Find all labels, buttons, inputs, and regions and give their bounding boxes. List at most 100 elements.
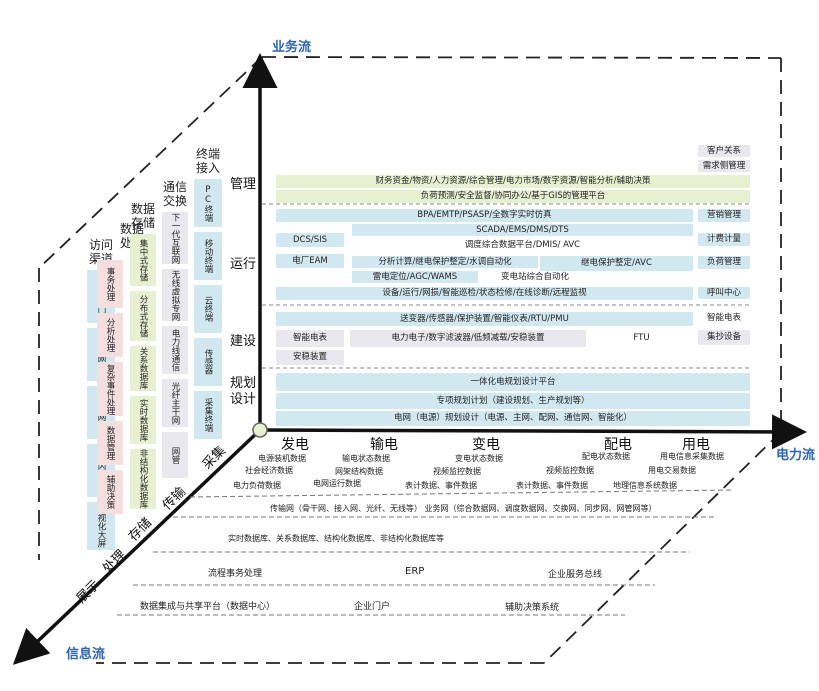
transmit-networks: 传输网（骨干网、接入网、光纤、无线等） 业务网（综合数据网、调度数据网、交换网、… — [270, 504, 657, 513]
plan-platform: 一体化电规划设计平台 — [276, 373, 750, 391]
plan-grid: 电网（电源）规划设计（电源、主网、配网、通信网、智能化） — [276, 411, 750, 426]
collect-social-econ: 社会经济数据 — [245, 466, 293, 475]
dashed-box-outline — [38, 56, 782, 664]
collect-user-trade: 用电交易数据 — [648, 466, 696, 475]
stage-consumption: 用电 — [682, 437, 710, 453]
op-equipment: 设备/运行/网损/智能巡检/状态检修/在线诊断/远程监视 — [276, 287, 693, 300]
store-relational: 关系数据库 — [130, 346, 156, 391]
display-data-center: 数据集成与共享平台（数据中心） — [140, 602, 276, 612]
power-flow-label: 电力流 — [776, 448, 816, 463]
proc-decision: 辅助决策 — [97, 470, 123, 514]
stage-distribution: 配电 — [604, 437, 632, 453]
col-access-cap1: 访问 — [88, 238, 113, 252]
proc-analysis: 分析处理 — [97, 313, 123, 357]
stage-transmission: 输电 — [370, 437, 398, 453]
process-workflow: 流程事务处理 — [208, 569, 263, 579]
col-comm-cap2: 交换 — [162, 194, 187, 208]
con-safety: 安稳装置 — [276, 350, 344, 365]
layer-management: 管理 — [230, 177, 257, 192]
proc-complex-event: 复杂事件处理 — [97, 362, 123, 416]
op-lightning: 雷电定位/AGC/WAMS — [352, 271, 478, 283]
collect-trans-status: 输电状态数据 — [342, 454, 390, 463]
con-sensors: 送变器/传感器/保护装置/智能仪表/RTU/PMU — [276, 312, 693, 326]
process-erp: ERP — [405, 566, 425, 577]
comm-fiber: 光纤主干网 — [162, 379, 188, 427]
term-collector: 采集终端 — [194, 391, 222, 439]
op-marketing: 营销管理 — [698, 209, 750, 222]
business-flow-label: 业务流 — [272, 40, 312, 55]
collect-sub-status: 变电状态数据 — [455, 454, 503, 463]
op-scada: SCADA/EMS/DMS/DTS — [352, 224, 693, 236]
display-decision: 辅助决策系统 — [505, 603, 560, 613]
col-comm-exchange: 通信交换 下一代互联网 无线虚拟专网 电力线通信 光纤主干网 网管 — [162, 180, 188, 483]
col-terminal-access: 终端接入 PC终端 移动终端 云终端 传感器 采集终端 — [194, 147, 222, 444]
op-dispatch: 调度综合数据平台/DMIS/ AVC — [352, 239, 693, 251]
op-dcs: DCS/SIS — [276, 233, 344, 247]
op-relay: 继电保护整定/AVC — [540, 256, 693, 271]
origin-node — [252, 422, 268, 438]
comm-plc: 电力线通信 — [162, 326, 188, 374]
op-load: 负荷管理 — [698, 256, 750, 269]
mgmt-demand-side: 需求侧管理 — [698, 160, 750, 172]
con-smart-meter-right: 智能电表 — [698, 312, 750, 325]
op-substation: 变电站综合自动化 — [480, 271, 590, 283]
term-sensor: 传感器 — [194, 338, 222, 386]
col-data-storage: 数据存储 集中式存储 分布式存储 关系数据库 实时数据库 非结构化数据库 — [130, 202, 156, 514]
stage-generation: 发电 — [281, 437, 309, 453]
col-term-cap2: 接入 — [195, 161, 220, 175]
con-ftu: FTU — [590, 330, 693, 347]
mgmt-row-1: 财务资金/物资/人力资源/综合管理/电力市场/数字资源/智能分析/辅助决策 — [276, 175, 750, 188]
col-terminal-caption: 终端接入 — [196, 147, 220, 175]
layer-planning-line2: 设计 — [230, 392, 257, 407]
store-centralized: 集中式存储 — [130, 234, 156, 286]
mgmt-customer-relations: 客户关系 — [698, 145, 750, 157]
con-power-electronics: 电力电子/数字滤波器/低频减载/安稳装置 — [350, 330, 586, 347]
collect-gis: 地理信息系统数据 — [613, 481, 677, 490]
layer-construction: 建设 — [230, 334, 257, 349]
con-meter-reading: 集抄设备 — [698, 330, 750, 345]
col-storage-caption: 数据存储 — [131, 202, 155, 230]
floor-dividers — [117, 489, 734, 616]
top-dividers — [262, 203, 752, 369]
store-realtime: 实时数据库 — [130, 396, 156, 444]
proc-data-mgmt: 数据管理 — [97, 421, 123, 465]
collect-line-run: 电网运行数据 — [313, 479, 361, 488]
proc-transaction: 事务处理 — [97, 260, 123, 308]
op-metering: 计费计量 — [698, 233, 750, 246]
collect-meter-event-1: 表计数据、事件数据 — [405, 481, 477, 490]
col-processing-cells: 事务处理 分析处理 复杂事件处理 数据管理 辅助决策 — [97, 260, 123, 519]
plan-special: 专项规划计划（建设规划、生产规划等） — [276, 393, 750, 409]
col-comm-cap1: 通信 — [162, 180, 187, 194]
op-analysis: 分析计算/继电保护整定/水调自动化 — [352, 256, 538, 268]
comm-wireless: 无线虚拟专网 — [162, 269, 188, 321]
term-cloud: 云终端 — [194, 285, 222, 333]
power-flow-axis — [259, 414, 807, 450]
col-storage-cap2: 存储 — [130, 216, 155, 230]
op-call-center: 呼叫中心 — [698, 287, 750, 299]
col-term-cap1: 终端 — [195, 147, 220, 161]
collect-video-sub: 视频监控数据 — [433, 467, 481, 476]
collect-load: 电力负荷数据 — [233, 481, 281, 490]
op-bpa: BPA/EMTP/PSASP/全数字实时仿真 — [276, 209, 693, 222]
col-storage-cap1: 数据 — [130, 202, 155, 216]
collect-gen-monitor: 电源装机数据 — [258, 454, 306, 463]
display-portal: 企业门户 — [354, 602, 391, 612]
collect-user-info: 用电信息采集数据 — [660, 452, 724, 461]
collect-video-dist: 视频监控数据 — [546, 466, 594, 475]
col-proc-cap1: 数据 — [120, 222, 145, 236]
mgmt-row-2: 负荷预测/安全监督/协同办公/基于GIS的管理平台 — [276, 190, 750, 203]
information-flow-axis — [12, 428, 262, 665]
term-pc: PC终端 — [194, 179, 222, 227]
collect-dist-status: 配电状态数据 — [582, 452, 630, 461]
layer-planning-line1: 规划 — [230, 376, 257, 391]
con-smart-meter: 智能电表 — [276, 330, 344, 347]
collect-meter-event-2: 表计数据、事件数据 — [516, 481, 588, 490]
storage-databases: 实时数据库、关系数据库、结构化数据库、非结构化数据库等 — [228, 534, 444, 543]
store-distributed: 分布式存储 — [130, 291, 156, 341]
layer-operation: 运行 — [230, 257, 257, 272]
store-unstructured: 非结构化数据库 — [130, 449, 156, 509]
op-eam: 电厂EAM — [276, 254, 344, 268]
collect-tower: 网架结构数据 — [335, 467, 383, 476]
